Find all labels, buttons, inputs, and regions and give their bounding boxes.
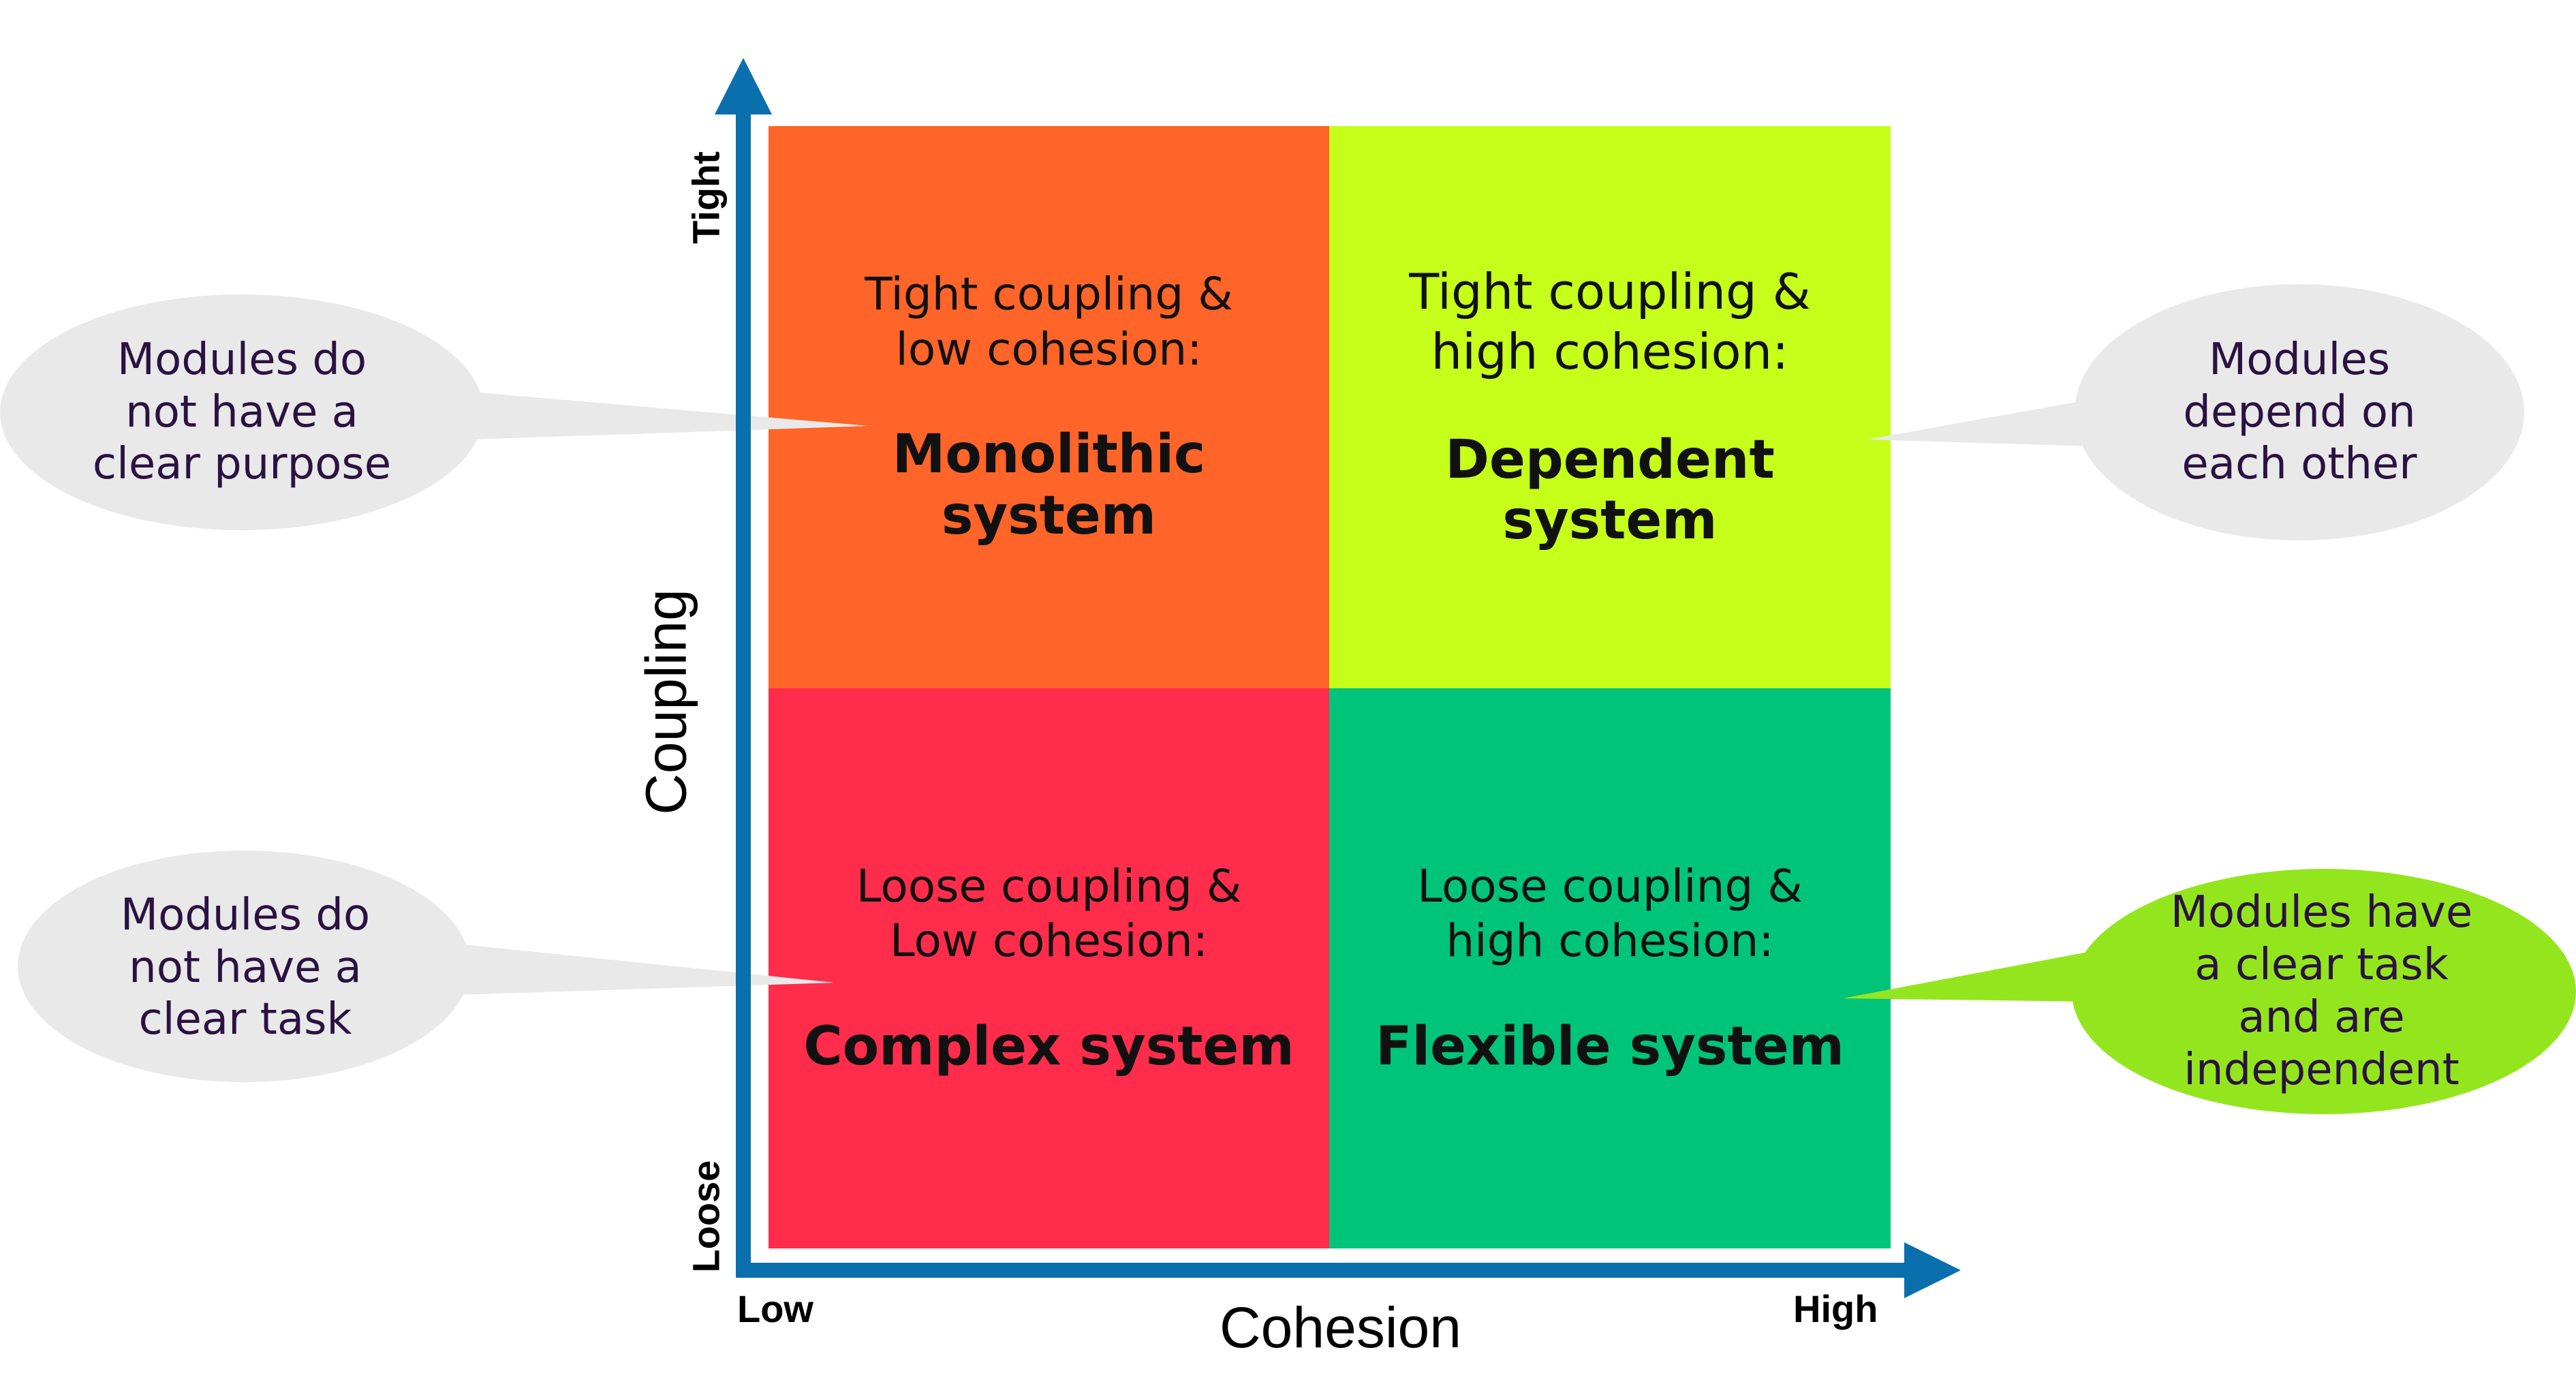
quadrant-complex-description: Loose coupling & Low cohesion: (856, 859, 1242, 968)
callout-dependent (1867, 284, 2524, 540)
quadrant-loose-low-bg (769, 688, 1329, 1248)
quadrant-complex-title: Complex system (803, 1015, 1294, 1077)
quadrant-dependent-description: Tight coupling & high cohesion: (1409, 262, 1811, 380)
quadrant-monolithic-title: Monolithic system (892, 424, 1206, 547)
quadrant-monolithic-description: Tight coupling & low cohesion: (865, 268, 1233, 375)
quadrant-dependent-title: Dependent system (1445, 429, 1775, 552)
y-axis-title: Coupling (634, 589, 698, 815)
y-axis-top-label: Tight (684, 151, 728, 244)
callout-monolithic-text: Modules do not have a clear purpose (92, 334, 392, 490)
callout-monolithic (0, 294, 869, 530)
x-axis-title: Cohesion (1220, 1295, 1461, 1360)
y-axis-bottom-label: Loose (684, 1160, 728, 1273)
callout-complex-text: Modules do not have a clear task (120, 889, 371, 1045)
quadrant-complex: Loose coupling & Low cohesion: Complex s… (769, 688, 1329, 1248)
x-axis-right-label: High (1793, 1287, 1878, 1330)
quadrant-dependent: Tight coupling & high cohesion: Dependen… (1329, 126, 1891, 688)
quadrant-monolithic: Tight coupling & low cohesion: Monolithi… (769, 126, 1329, 688)
quadrant-tight-low-bg (769, 126, 1329, 688)
callout-flexible (1843, 869, 2576, 1114)
callout-dependent-text: Modules depend on each other (2182, 334, 2417, 490)
y-axis-arrow (715, 58, 772, 1278)
callout-flexible-text: Modules have a clear task and are indepe… (2170, 887, 2473, 1095)
quadrant-flexible-description: Loose coupling & high cohesion: (1417, 859, 1803, 968)
x-axis-left-label: Low (737, 1287, 813, 1330)
quadrant-tight-high-bg (1329, 126, 1891, 688)
x-axis-arrow (736, 1242, 1961, 1298)
quadrant-flexible: Loose coupling & high cohesion: Flexible… (1329, 688, 1891, 1248)
quadrant-loose-high-bg (1329, 688, 1891, 1248)
quadrant-flexible-title: Flexible system (1376, 1015, 1844, 1077)
